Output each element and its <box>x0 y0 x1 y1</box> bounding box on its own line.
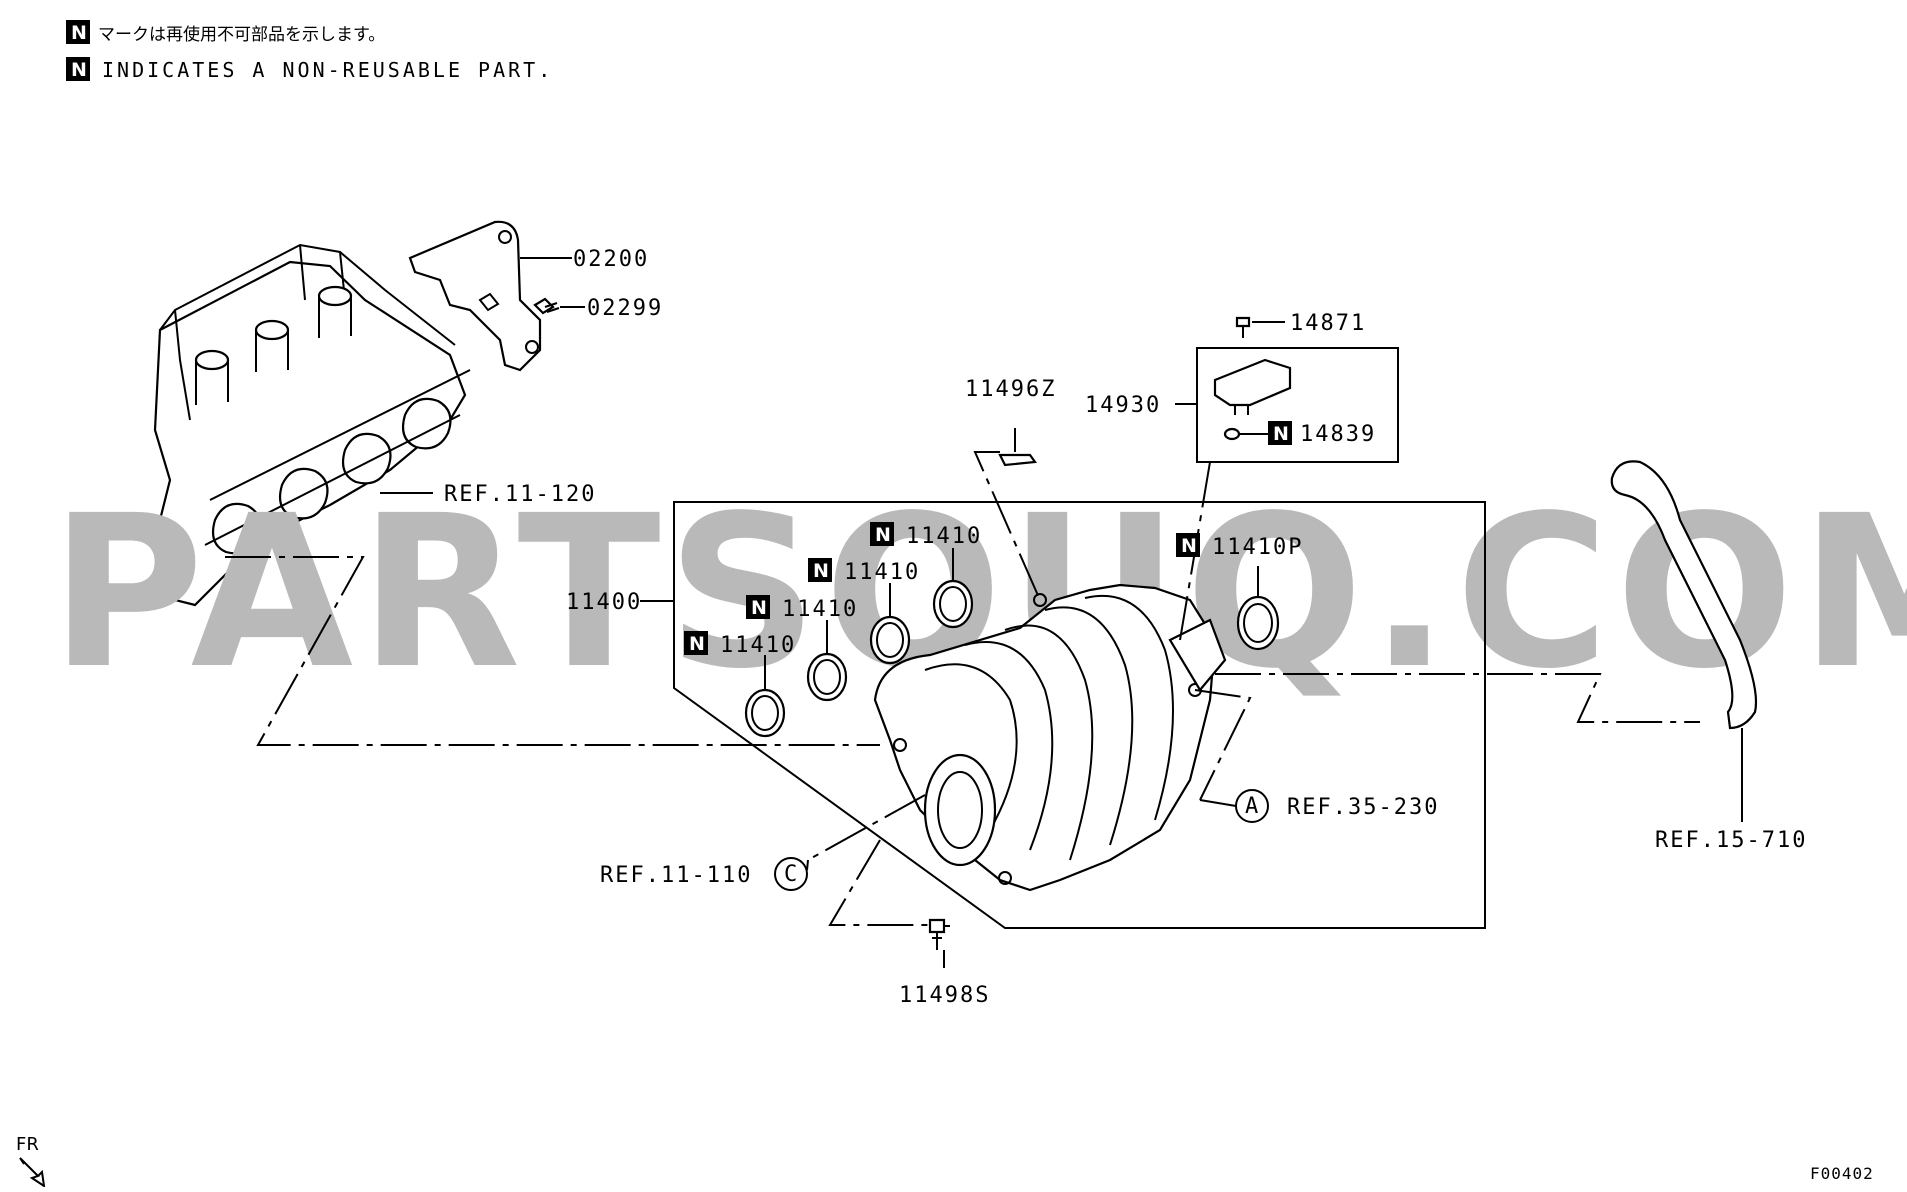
callout-a: A <box>1235 789 1269 823</box>
ref-label-35-230: REF.35-230 <box>1287 795 1439 820</box>
part-label-14839: 14839 <box>1300 422 1376 447</box>
svg-text:11410: 11410 <box>720 633 796 658</box>
svg-text:N: N <box>689 633 705 655</box>
part-label-11498s: 11498S <box>899 983 990 1008</box>
part-label-14930: 14930 <box>1085 393 1161 418</box>
map-sensor-box <box>1196 347 1399 463</box>
leader-ref-35-230 <box>1199 799 1237 807</box>
svg-text:11410: 11410 <box>844 560 920 585</box>
svg-text:N: N <box>71 22 87 44</box>
svg-text:N: N <box>1273 423 1289 445</box>
map-sensor-drawing <box>1213 358 1292 441</box>
part-label-11410p: N 11410P <box>1176 533 1303 560</box>
intake-manifold-assembly-box <box>673 501 1486 929</box>
part-label-11410-b: N 11410 <box>808 558 920 585</box>
header-note-jp: N マークは再使用不可部品を示します。 <box>66 20 385 45</box>
svg-text:A: A <box>1245 794 1260 819</box>
part-label-11400: 11400 <box>566 590 642 615</box>
ref-label-15-710: REF.15-710 <box>1655 828 1807 853</box>
part-label-11410-c: N 11410 <box>746 595 858 622</box>
part-label-11410-d: N 11410 <box>684 631 796 658</box>
figure-id: F00402 <box>1810 1164 1874 1183</box>
svg-text:N: N <box>71 59 87 81</box>
ref-label-11-120: REF.11-120 <box>444 482 596 507</box>
callout-c: C <box>774 857 808 891</box>
svg-text:C: C <box>784 862 799 887</box>
svg-text:マークは再使用不可部品を示します。: マークは再使用不可部品を示します。 <box>98 24 385 45</box>
svg-text:11410: 11410 <box>906 524 982 549</box>
svg-text:11410P: 11410P <box>1212 535 1303 560</box>
front-direction-arrow-icon: FR <box>16 1134 46 1189</box>
part-label-02299: 02299 <box>587 296 663 321</box>
bolt-02299-drawing <box>533 297 560 315</box>
bolt-14871-drawing <box>1235 316 1251 338</box>
svg-text:INDICATES A NON-REUSABLE PART.: INDICATES A NON-REUSABLE PART. <box>102 58 553 82</box>
ref-label-11-110: REF.11-110 <box>600 863 752 888</box>
intake-manifold-drawing <box>873 583 1227 892</box>
hose-ref-15-710-drawing <box>1610 460 1758 822</box>
part-label-02200: 02200 <box>573 247 649 272</box>
bracket-02200-drawing <box>408 220 542 372</box>
gasket-rings <box>744 579 1280 738</box>
leader-ref-11-110 <box>806 859 809 871</box>
svg-text:N: N <box>813 560 829 582</box>
part-label-14839-group: N 14839 <box>1268 421 1376 447</box>
svg-text:N: N <box>1181 535 1197 557</box>
svg-text:N: N <box>875 524 891 546</box>
clip-11496z-drawing <box>998 428 1037 467</box>
gasket-leaders <box>764 548 1259 690</box>
svg-text:11410: 11410 <box>782 597 858 622</box>
part-label-11496z: 11496Z <box>965 377 1056 402</box>
part-label-14871: 14871 <box>1290 311 1366 336</box>
svg-text:N: N <box>751 597 767 619</box>
part-label-11410-a: N 11410 <box>870 522 982 549</box>
bolt-11498s-drawing <box>928 918 950 968</box>
header-note-en: N INDICATES A NON-REUSABLE PART. <box>66 57 553 82</box>
cylinder-head-drawing <box>153 243 471 607</box>
svg-text:FR: FR <box>16 1134 39 1155</box>
